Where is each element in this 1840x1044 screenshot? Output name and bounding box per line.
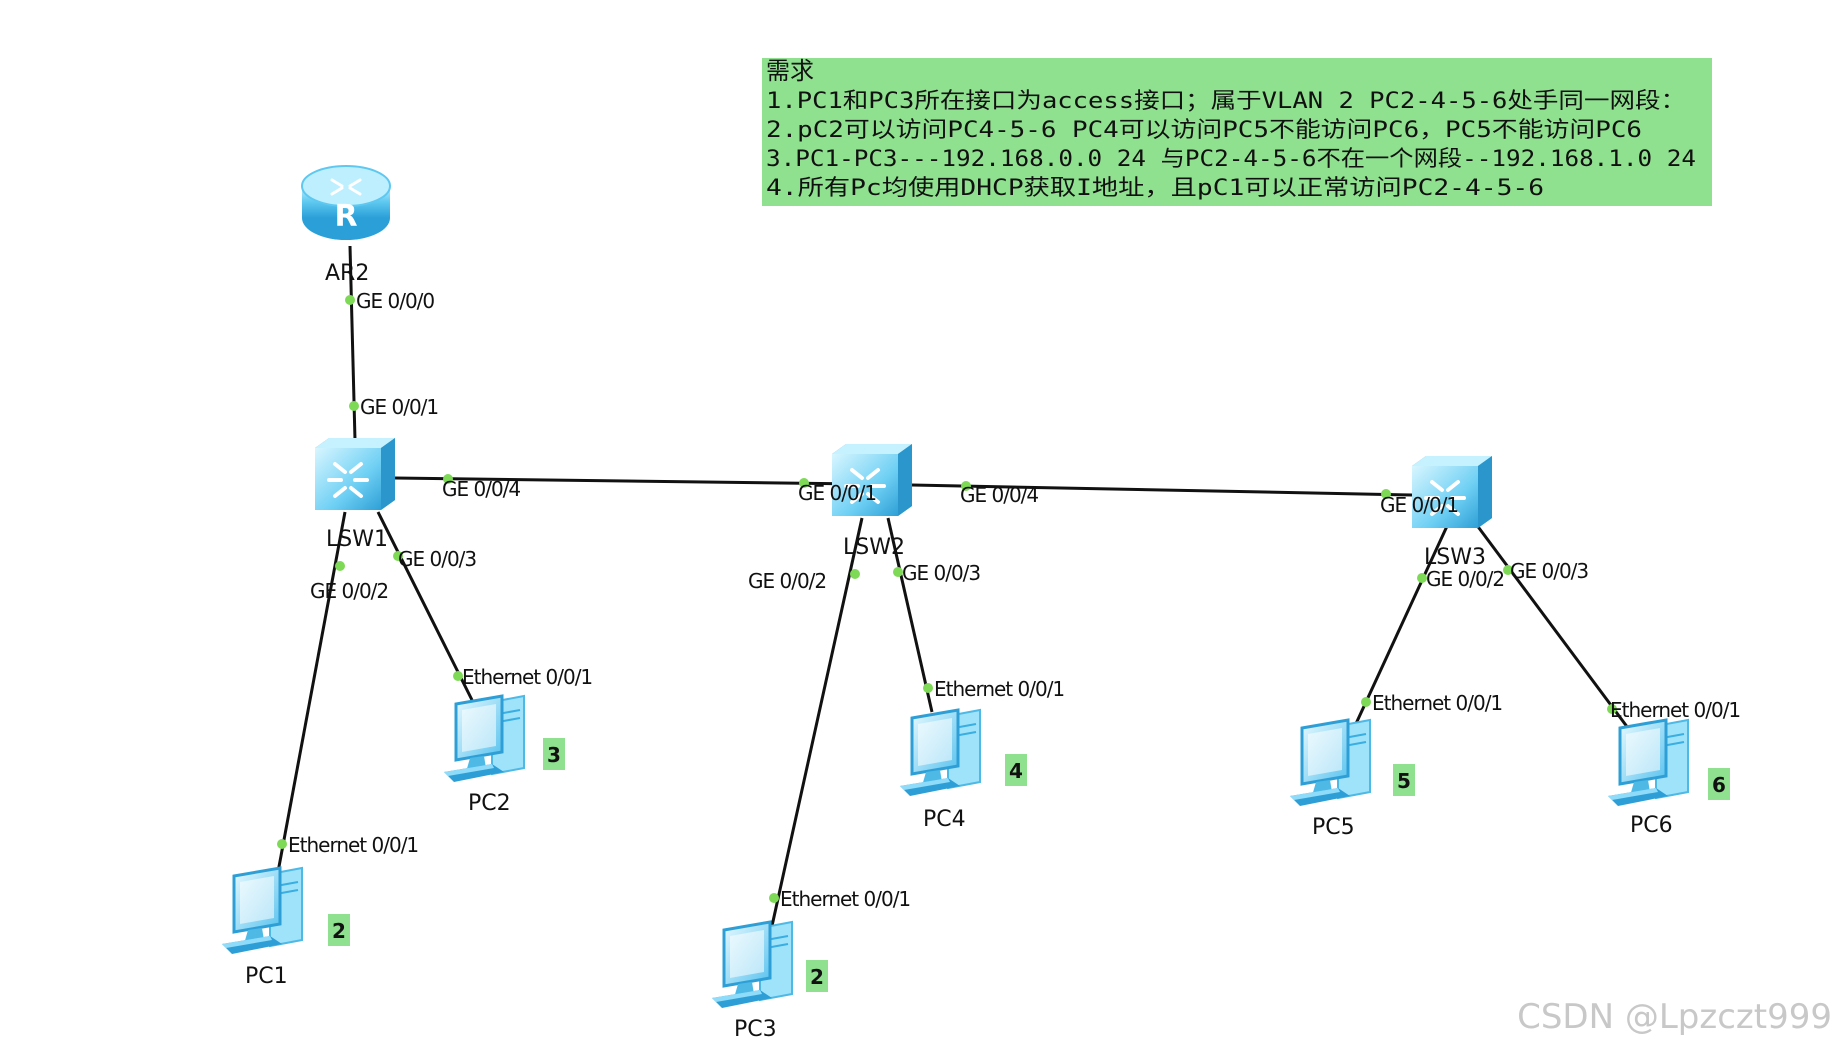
- port-dot: [1503, 565, 1513, 575]
- svg-text:R: R: [334, 199, 357, 234]
- link-lsw2-lsw3: [911, 483, 1413, 497]
- port-dot: [345, 295, 355, 305]
- port-dot: [799, 478, 809, 488]
- link-lsw1-pc2: [376, 511, 474, 701]
- pc2[interactable]: [442, 694, 526, 784]
- pc6-badge: [1708, 768, 1730, 800]
- switch-label-lsw1: LSW1: [326, 527, 388, 552]
- switch-lsw1[interactable]: [313, 436, 397, 512]
- pc6[interactable]: [1606, 718, 1690, 808]
- port-dots: [277, 295, 1617, 903]
- port-label: GE 0/0/3: [398, 547, 476, 571]
- port-dot: [443, 474, 453, 484]
- link-lsw2-pc4: [886, 517, 934, 713]
- port-label: Ethernet 0/0/1: [934, 677, 1064, 701]
- link-lsw3-pc5: [1352, 523, 1450, 729]
- port-dot: [335, 561, 345, 571]
- link-lsw1-lsw2: [394, 476, 861, 486]
- pc-icon: [1288, 718, 1372, 808]
- pc-icon: [220, 866, 304, 956]
- port-dot: [393, 551, 403, 561]
- requirement-line-2: 2.pC2可以访问PC4-5-6 PC4可以访问PC5不能访问PC6，PC5不能…: [766, 118, 1642, 143]
- pc1-label: PC1: [245, 964, 288, 989]
- router-ar2[interactable]: R: [301, 165, 391, 240]
- requirements-box: [762, 58, 1712, 206]
- port-label: GE 0/0/4: [442, 477, 520, 501]
- pc4-badge-text: 4: [1009, 759, 1023, 783]
- pc2-badge-text: 3: [547, 743, 561, 767]
- port-dot: [1607, 704, 1617, 714]
- port-dot: [1381, 489, 1391, 499]
- pc3-badge: [806, 960, 828, 992]
- port-label: GE 0/0/3: [1510, 559, 1588, 583]
- port-dot: [349, 401, 359, 411]
- router-label: AR2: [325, 261, 369, 286]
- router-icon: [330, 178, 362, 196]
- port-label: GE 0/0/3: [902, 561, 980, 585]
- switch-lsw2[interactable]: [830, 442, 914, 518]
- pc3-badge-text: 2: [810, 965, 824, 989]
- port-label: GE 0/0/1: [360, 395, 438, 419]
- pc6-label: PC6: [1630, 813, 1673, 838]
- port-label: GE 0/0/1: [798, 481, 876, 505]
- pc4-badge: [1005, 754, 1027, 786]
- pc5-label: PC5: [1312, 815, 1355, 840]
- switch-lsw3[interactable]: [1410, 454, 1494, 530]
- port-dot: [893, 567, 903, 577]
- port-label: Ethernet 0/0/1: [462, 665, 592, 689]
- pc2-badge: [543, 738, 565, 770]
- link-lsw2-pc3: [768, 517, 864, 936]
- port-dot: [1417, 573, 1427, 583]
- port-label: GE 0/0/2: [310, 579, 388, 603]
- pc1-badge: [328, 914, 350, 946]
- pc-icon: [442, 694, 526, 784]
- port-label: Ethernet 0/0/1: [288, 833, 418, 857]
- switch-label-lsw3: LSW3: [1424, 545, 1486, 570]
- pc5[interactable]: [1288, 718, 1372, 808]
- port-dot: [961, 481, 971, 491]
- requirement-line-3: 3.PC1-PC3---192.168.0.0 24 与PC2-4-5-6不在一…: [766, 147, 1696, 172]
- switch-icon: [1410, 454, 1494, 530]
- port-label: Ethernet 0/0/1: [1610, 698, 1740, 722]
- requirement-line-1: 1.PC1和PC3所在接口为access接口；属于VLAN 2 PC2-4-5-…: [766, 89, 1686, 114]
- switch-icon: [313, 436, 397, 512]
- port-label: GE 0/0/1: [1380, 493, 1458, 517]
- port-dot: [453, 671, 463, 681]
- port-dot: [769, 893, 779, 903]
- port-label: GE 0/0/2: [1426, 567, 1504, 591]
- port-dot: [1361, 697, 1371, 707]
- port-label: GE 0/0/0: [356, 289, 434, 313]
- pc3-label: PC3: [734, 1017, 777, 1042]
- port-dot: [923, 683, 933, 693]
- requirements-title: 需求: [766, 57, 814, 85]
- port-dot: [850, 569, 860, 579]
- pc6-badge-text: 6: [1712, 773, 1726, 797]
- pc4[interactable]: [898, 708, 982, 798]
- pc3[interactable]: [710, 920, 794, 1010]
- pc2-label: PC2: [468, 791, 511, 816]
- link-lsw1-pc1: [276, 511, 347, 873]
- switch-icon: [830, 442, 914, 518]
- pc5-badge-text: 5: [1397, 769, 1411, 793]
- pc1[interactable]: [220, 866, 304, 956]
- requirement-line-4: 4.所有Pc均使用DHCP获取I地址，且pC1可以正常访问PC2-4-5-6: [766, 176, 1544, 201]
- switch-label-lsw2: LSW2: [843, 535, 905, 560]
- link-lsw3-pc6: [1474, 523, 1630, 729]
- pc5-badge: [1393, 764, 1415, 796]
- port-label: Ethernet 0/0/1: [1372, 691, 1502, 715]
- watermark: CSDN @Lpzczt999: [1517, 997, 1832, 1037]
- port-label: GE 0/0/4: [960, 483, 1038, 507]
- port-label: GE 0/0/2: [748, 569, 826, 593]
- links: [276, 245, 1630, 936]
- port-dot: [277, 839, 287, 849]
- pc4-label: PC4: [923, 807, 966, 832]
- pc-icon: [710, 920, 794, 1010]
- pc1-badge-text: 2: [332, 919, 346, 943]
- port-label: Ethernet 0/0/1: [780, 887, 910, 911]
- pc-icon: [898, 708, 982, 798]
- pc-icon: [1606, 718, 1690, 808]
